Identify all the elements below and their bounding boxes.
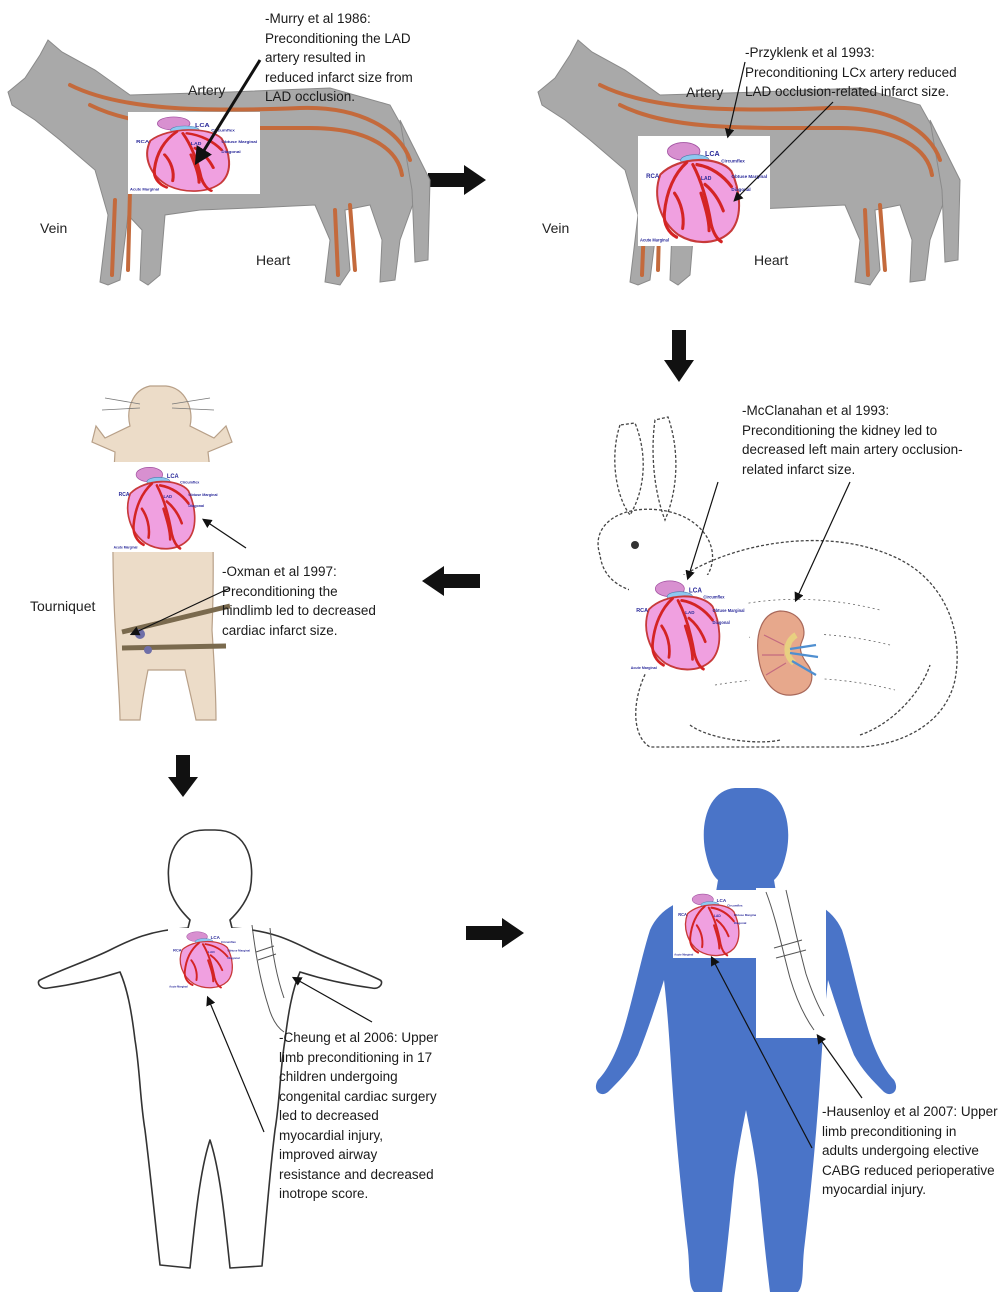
arm-tourniquet-sketch [756, 888, 826, 1038]
heart-label-lad: LAD [714, 914, 721, 918]
heart-label-diagonal: Diagonal [713, 620, 730, 625]
label-artery: Artery [188, 82, 225, 98]
label-heart: Heart [256, 252, 290, 268]
heart-label-rca: RCA [646, 173, 660, 180]
heart-label-circumflex: Circumflex [727, 903, 743, 907]
heart-label-diagonal: Diagonal [188, 503, 204, 508]
heart-label-lca: LCA [689, 587, 702, 594]
panel-child-cheung: RCA LCA Circumflex LAD Obtuse Marginal D… [0, 800, 470, 1300]
flow-arrow-right-2 [466, 918, 526, 948]
heart-label-obtuse-marginal: Obtuse Marginal [713, 608, 745, 613]
heart-label-lad: LAD [208, 950, 215, 954]
heart-label-rca: RCA [136, 140, 149, 145]
panel-adult-hausenloy: RCA LCA Circumflex LAD Obtuse Marginal D… [560, 780, 1004, 1300]
heart-label-rca: RCA [636, 608, 648, 614]
label-heart: Heart [754, 252, 788, 268]
heart-label-lad: LAD [701, 176, 712, 182]
label-vein: Vein [40, 220, 67, 236]
heart-label-lca: LCA [717, 898, 727, 903]
kidney-illustration [750, 605, 822, 701]
heart-label-acute-marginal: Acute Marginal [631, 666, 657, 670]
heart-diagram-dog2: RCA LCA Circumflex LAD Obtuse Marginal D… [638, 136, 770, 246]
panel-dog-murry: RCA LCA Circumflex LAD Obtuse Marginal D… [0, 0, 440, 300]
label-tourniquet: Tourniquet [30, 598, 95, 614]
flow-arrow-left-1 [420, 566, 480, 596]
heart-label-acute-marginal: Acute Marginal [130, 188, 159, 192]
caption-hausenloy: -Hausenloy et al 2007: Upper limb precon… [822, 1102, 998, 1200]
heart-label-diagonal: Diagonal [731, 187, 750, 193]
heart-label-acute-marginal: Acute Marginal [169, 986, 188, 989]
heart-label-circumflex: Circumflex [221, 940, 236, 944]
heart-diagram-rat: RCA LCA Circumflex LAD Obtuse Marginal D… [112, 462, 220, 552]
caption-murry: -Murry et al 1986: Preconditioning the L… [265, 9, 413, 107]
heart-label-obtuse-marginal: Obtuse Marginal [188, 492, 217, 497]
panel-dog-przyklenk: RCA LCA Circumflex LAD Obtuse Marginal D… [500, 0, 1000, 300]
heart-diagram-adult: RCA LCA Circumflex LAD Obtuse Marginal D… [673, 890, 759, 958]
label-artery: Artery [686, 84, 723, 100]
caption-oxman: -Oxman et al 1997: Preconditioning the h… [222, 562, 376, 640]
panel-rabbit-mcclanahan: RCA LCA Circumflex LAD Obtuse Marginal D… [560, 395, 1000, 765]
heart-label-lca: LCA [167, 474, 180, 480]
heart-label-lca: LCA [705, 149, 720, 158]
heart-label-diagonal: Diagonal [221, 149, 240, 153]
flow-arrow-down-2 [168, 755, 198, 797]
heart-label-lca: LCA [195, 122, 210, 128]
heart-label-circumflex: Circumflex [721, 158, 745, 164]
heart-label-diagonal: Diagonal [734, 921, 747, 925]
heart-label-circumflex: Circumflex [703, 594, 725, 599]
heart-label-obtuse-marginal: Obtuse Marginal [734, 913, 757, 917]
heart-label-obtuse-marginal: Obtuse Marginal [227, 949, 250, 953]
heart-label-lca: LCA [211, 935, 221, 940]
heart-label-rca: RCA [119, 492, 130, 498]
label-vein: Vein [542, 220, 569, 236]
heart-label-rca: RCA [173, 949, 182, 953]
heart-diagram-rabbit: RCA LCA Circumflex LAD Obtuse Marginal D… [629, 575, 747, 673]
panel-rat-oxman: RCA LCA Circumflex LAD Obtuse Marginal D… [0, 380, 420, 725]
heart-label-acute-marginal: Acute Marginal [640, 237, 669, 242]
caption-cheung: -Cheung et al 2006: Upper limb precondit… [279, 1028, 438, 1204]
heart-diagram-child: RCA LCA Circumflex LAD Obtuse Marginal D… [168, 928, 252, 990]
caption-przyklenk: -Przyklenk et al 1993: Preconditioning L… [745, 43, 957, 102]
heart-label-obtuse-marginal: Obtuse Marginal [731, 174, 767, 180]
heart-label-diagonal: Diagonal [227, 956, 239, 960]
heart-label-obtuse-marginal: Obtuse Marginal [221, 140, 257, 144]
heart-label-circumflex: Circumflex [180, 479, 200, 484]
heart-label-lad: LAD [685, 610, 695, 616]
heart-label-acute-marginal: Acute Marginal [114, 545, 138, 549]
heart-diagram-dog1: RCA LCA Circumflex LAD Obtuse Marginal D… [128, 112, 260, 194]
heart-label-acute-marginal: Acute Marginal [674, 952, 693, 956]
flow-arrow-down-1 [664, 330, 694, 382]
heart-label-rca: RCA [678, 912, 687, 917]
caption-mcclanahan: -McClanahan et al 1993: Preconditioning … [742, 401, 963, 479]
heart-label-lad: LAD [191, 141, 202, 145]
heart-label-lad: LAD [164, 494, 173, 499]
rat-illustration [0, 380, 420, 725]
heart-label-circumflex: Circumflex [211, 128, 235, 132]
adult-silhouette [560, 780, 1004, 1300]
